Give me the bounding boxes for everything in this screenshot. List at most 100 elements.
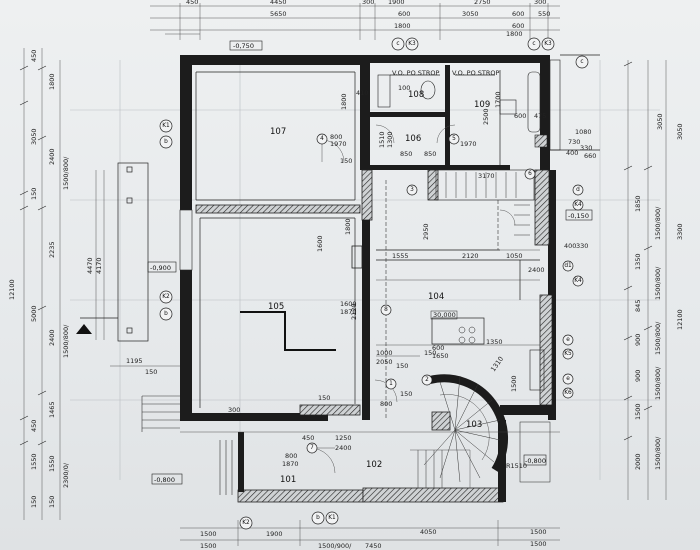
dim-bottom-window: 1500/900/: [318, 542, 352, 550]
dim-150-left: 150: [145, 368, 157, 376]
dim-top-5650: 5650: [270, 10, 287, 18]
dim-100: 100: [398, 84, 410, 92]
dim-1870a: 1870: [340, 308, 357, 316]
dim-1970b: 1970: [460, 140, 477, 148]
dim-r1510: R1510: [506, 462, 527, 470]
dim-right-2000: 2000: [634, 453, 642, 470]
svg-text:d: d: [576, 187, 580, 193]
svg-text:K2: K2: [162, 294, 170, 300]
dim-1970a: 1970: [330, 140, 347, 148]
svg-text:b: b: [164, 311, 168, 317]
dim-top-2750: 2750: [474, 0, 491, 6]
dim-right-12100: 12100: [676, 309, 684, 330]
right-dimensions: 3050 3300 12100 3050 1850 1350 845 900 9…: [623, 60, 684, 500]
svg-text:5: 5: [452, 136, 456, 142]
svg-text:7: 7: [310, 445, 314, 451]
dim-850b: 850: [424, 150, 436, 158]
marker-e-lower: e: [562, 373, 574, 385]
dim-600b: 600: [432, 344, 444, 352]
dim-330a: 330: [580, 144, 592, 152]
dim-3170: 3170: [478, 172, 495, 180]
left-dimensions: 12100 450 3050 150 5000 450 1550 150 180…: [8, 48, 105, 520]
room-104: 104: [428, 292, 444, 302]
dim-1050: 1050: [506, 252, 523, 260]
dim-800c: 800: [285, 452, 297, 460]
dim-150c: 150: [396, 362, 408, 370]
dim-left-5000: 5000: [30, 305, 38, 322]
section-marker-a: A: [84, 328, 89, 336]
marker-k3-top-right: K3: [541, 37, 555, 51]
svg-text:b: b: [164, 139, 168, 145]
marker-d: d: [572, 184, 584, 196]
marker-3: 3: [406, 184, 418, 196]
level-right: -0,150: [568, 212, 589, 220]
svg-text:4: 4: [320, 136, 324, 142]
dim-left-3050: 3050: [30, 128, 38, 145]
dim-top-1800a: 1800: [394, 22, 411, 30]
axis-markers: K1 b K2 b K2 b c K3 c K3 K1: [159, 37, 589, 530]
room-labels: 107 105 104 106 108 109 102 101 103: [268, 90, 490, 485]
marker-4: 4: [316, 133, 328, 145]
marker-k2-bottom: K2: [239, 516, 253, 530]
dim-730: 730: [568, 138, 580, 146]
dim-1300: 1300: [386, 131, 394, 148]
wc-label-right: V.O. PO STROP: [452, 69, 499, 77]
svg-text:3: 3: [410, 187, 414, 193]
marker-k1-bottom: K1: [325, 511, 339, 525]
dim-top-600a: 600: [398, 10, 410, 18]
dim-right-3050b: 3050: [656, 113, 664, 130]
room-106: 106: [405, 134, 421, 144]
svg-text:e: e: [566, 337, 570, 343]
dim-bottom-7450: 7450: [365, 542, 382, 550]
dim-top-600c: 600: [512, 22, 524, 30]
bottom-dimensions: 1500 1900 4050 1500 1500 1500/900/ 7450 …: [180, 520, 560, 550]
dim-left-450a: 450: [30, 50, 38, 62]
interior-lines: [195, 54, 600, 408]
svg-text:K2: K2: [242, 520, 250, 526]
dim-left-2400b: 2400: [48, 329, 56, 346]
marker-k2-mid: K2: [159, 290, 173, 304]
svg-text:6: 6: [528, 171, 532, 177]
dim-left-4170: 4170: [95, 257, 103, 274]
dim-right-window5: 1500/800/: [654, 436, 662, 470]
dim-850a: 850: [400, 150, 412, 158]
dim-1195: 1195: [126, 357, 143, 365]
marker-2: 2: [421, 374, 433, 386]
marker-b-mid: b: [159, 307, 173, 321]
marker-k4: K4: [572, 199, 584, 211]
room-109: 109: [474, 100, 490, 110]
dim-left-2400a: 2400: [48, 148, 56, 165]
dim-right-900a: 900: [634, 334, 642, 346]
dim-right-window4: 1500/800/: [654, 366, 662, 400]
room-108: 108: [408, 90, 424, 100]
dim-top-550: 550: [538, 10, 550, 18]
left-terrace: -0,900 A 1195 150: [76, 162, 180, 432]
dim-1555: 1555: [392, 252, 409, 260]
svg-text:K3: K3: [408, 41, 416, 47]
svg-text:K6: K6: [564, 390, 572, 396]
dim-1600b: 1600: [340, 300, 357, 308]
dim-bottom-4050: 4050: [420, 528, 437, 536]
dim-left-450b: 450: [30, 420, 38, 432]
dim-top-4450: 4450: [270, 0, 287, 6]
wc-label-left: V.O. PO STROP: [392, 69, 439, 77]
dim-top-300a: 300: [362, 0, 374, 6]
svg-text:K5: K5: [564, 351, 572, 357]
marker-k5: K5: [562, 348, 574, 360]
dim-bottom-1500d: 1500: [530, 540, 547, 548]
dim-1000: 1000: [376, 349, 393, 357]
svg-text:K4: K4: [574, 278, 582, 284]
dim-top-1800b: 1800: [506, 30, 523, 38]
dim-400b: 400: [564, 242, 576, 250]
dim-left-4470: 4470: [86, 257, 94, 274]
marker-e: e: [562, 334, 574, 346]
marker-k1-top: K1: [159, 119, 173, 133]
svg-text:K1: K1: [162, 123, 170, 129]
dim-150e: 150: [318, 394, 330, 402]
svg-text:c: c: [580, 59, 583, 65]
dim-bottom-1500c: 1500: [200, 542, 217, 550]
exterior-walls: [179, 55, 556, 503]
dim-left-1550: 1550: [30, 453, 38, 470]
dim-1800b: 1800: [344, 218, 352, 235]
